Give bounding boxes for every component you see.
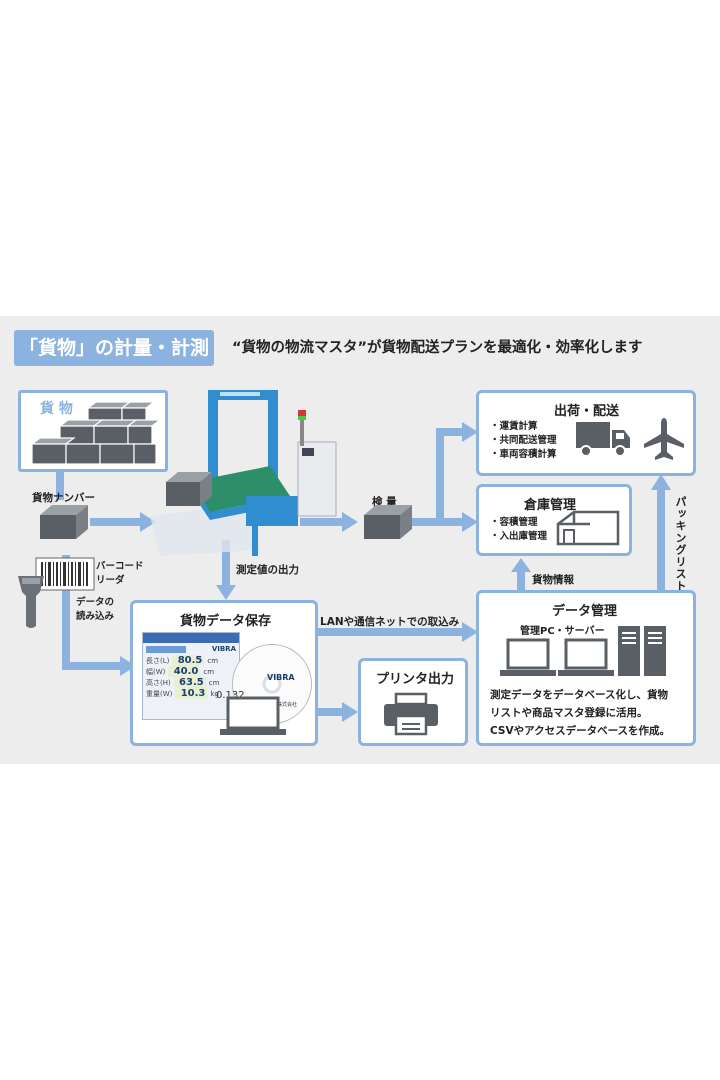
row-length-unit: cm <box>207 656 219 665</box>
row-height-value: 63.5 <box>173 677 206 688</box>
warehouse-list: ・容積管理 ・入出庫管理 <box>490 516 547 544</box>
cargo-box-icon <box>40 505 88 539</box>
data-read-label: データの 読み込み <box>76 596 114 624</box>
cd-company: 株式会社 <box>277 702 298 708</box>
row-width-label: 幅(W) <box>146 667 166 676</box>
shipping-item-vehicle-volume: ・車両容積計算 <box>490 449 557 460</box>
warehouse-icon <box>556 510 620 546</box>
cargo-data-title: 貨物データ保存 <box>180 614 272 629</box>
data-mgmt-desc-2: リストや商品マスタ登録に活用。 <box>490 707 648 719</box>
barcode-reader-label-2: リーダ <box>96 575 125 586</box>
data-mgmt-description: 測定データをデータベース化し、貨物 リストや商品マスタ登録に活用。 CSVやアク… <box>490 686 670 740</box>
cargo-label: 貨 物 <box>40 401 73 417</box>
server-icon <box>618 626 666 676</box>
printer-box <box>358 658 468 746</box>
data-read-label-1: データの <box>76 597 115 608</box>
warehouse-title: 倉庫管理 <box>524 498 577 513</box>
data-mgmt-title: データ管理 <box>552 604 618 619</box>
row-weight-unit: kg <box>210 689 219 698</box>
data-mgmt-subtitle: 管理PC・サーバー <box>520 626 605 637</box>
data-mgmt-desc-1: 測定データをデータベース化し、貨物 <box>490 689 668 701</box>
screen-extra-value: 0.132 <box>216 690 245 701</box>
row-length-label: 長さ(L) <box>146 656 170 665</box>
row-length-value: 80.5 <box>172 655 205 666</box>
row-height-label: 高さ(H) <box>146 678 171 687</box>
pc-icon-2 <box>558 638 614 676</box>
packing-list-label: パッキングリスト <box>674 496 687 592</box>
row-height-unit: cm <box>208 678 220 687</box>
screen-logo: VIBRA <box>211 645 236 653</box>
barcode-reader-label: バーコード リーダ <box>96 560 144 588</box>
shipping-item-freight: ・運賃計算 <box>490 421 538 432</box>
inspection-box-icon <box>364 505 412 539</box>
data-read-label-2: 読み込み <box>76 611 115 622</box>
airplane-icon <box>644 418 684 460</box>
warehouse-item-volume: ・容積管理 <box>490 517 538 528</box>
page-title-badge: 「貨物」の計量・計測 <box>14 330 214 366</box>
cargo-info-label: 貨物情報 <box>532 574 574 586</box>
cd-logo: VIBRA <box>267 673 295 682</box>
warehouse-item-inout: ・入出庫管理 <box>490 531 548 542</box>
shipping-title: 出荷・配送 <box>554 404 620 419</box>
barcode-scanner-icon <box>18 576 44 628</box>
row-weight-value: 10.3 <box>175 688 208 699</box>
truck-icon <box>576 422 630 457</box>
pc-icon-1 <box>500 638 556 676</box>
row-width-unit: cm <box>203 667 215 676</box>
row-width-value: 40.0 <box>168 666 201 677</box>
printer-title: プリンタ出力 <box>376 672 455 687</box>
laptop-icon <box>220 696 286 735</box>
shipping-list: ・運賃計算 ・共同配送管理 ・車両容積計算 <box>490 420 557 462</box>
measure-output-label: 測定値の出力 <box>236 564 299 576</box>
data-mgmt-desc-3: CSVやアクセスデータベースを作成。 <box>490 725 671 737</box>
cargo-number-label: 貨物ナンバー <box>32 492 95 504</box>
shipping-item-joint-delivery: ・共同配送管理 <box>490 435 557 446</box>
cargo-stack-icon <box>30 400 162 465</box>
measuring-machine-image <box>150 390 337 556</box>
lan-import-label: LANや通信ネットでの取込み <box>320 616 460 628</box>
barcode-icon <box>35 557 95 591</box>
printer-icon <box>384 692 438 736</box>
headline: “貨物の物流マスタ”が貨物配送プランを最適化・効率化します <box>232 340 643 356</box>
row-weight-label: 重量(W) <box>146 689 173 698</box>
barcode-reader-label-1: バーコード <box>96 561 144 572</box>
